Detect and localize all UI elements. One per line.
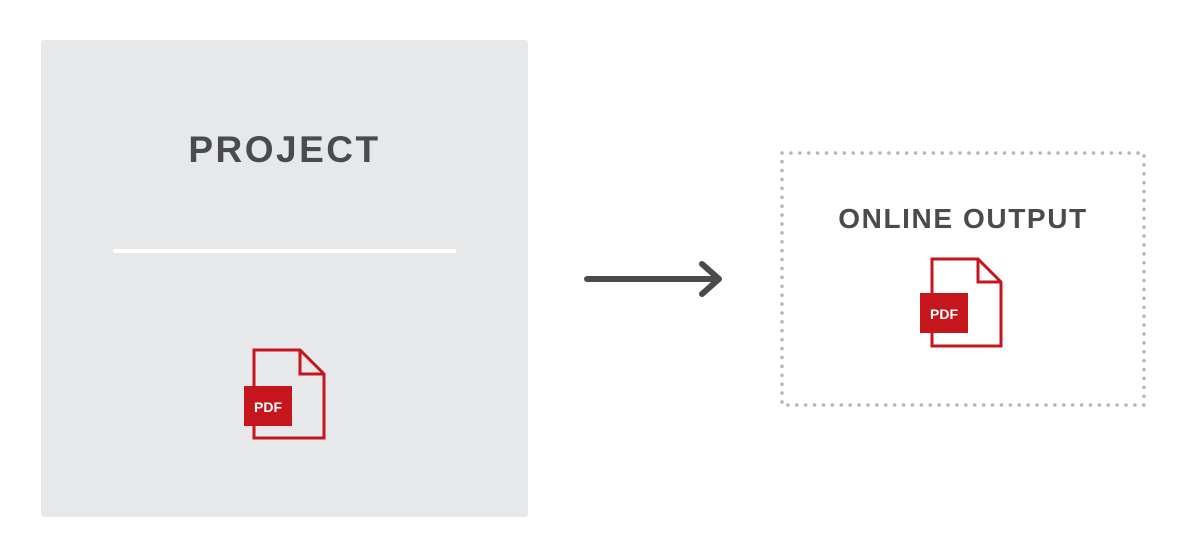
project-pdf-icon: PDF (244, 348, 328, 442)
project-divider (113, 249, 456, 253)
online-output-title: ONLINE OUTPUT (838, 203, 1088, 234)
right-arrow-icon (583, 258, 728, 300)
online-output-panel (780, 151, 1146, 407)
output-pdf-badge: PDF (930, 306, 958, 322)
project-panel (41, 40, 528, 517)
project-title: PROJECT (188, 129, 381, 170)
project-pdf-badge: PDF (254, 399, 282, 415)
output-pdf-icon: PDF (920, 257, 1006, 350)
